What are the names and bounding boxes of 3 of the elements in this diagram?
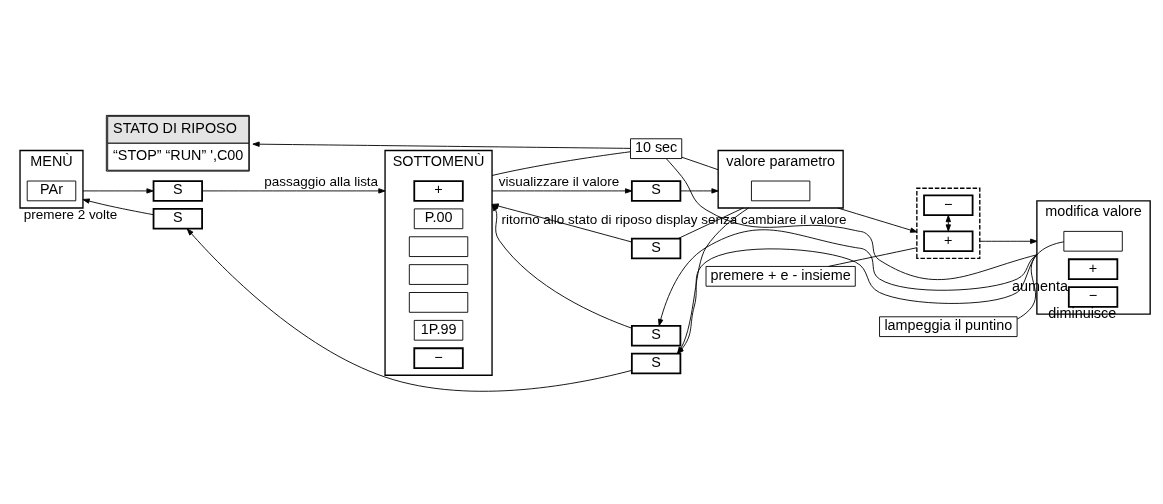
edge-label: visualizzare il valore — [498, 173, 620, 189]
edge-label: premere 2 volte — [23, 206, 118, 222]
edge-label: passaggio alla lista — [264, 173, 379, 189]
